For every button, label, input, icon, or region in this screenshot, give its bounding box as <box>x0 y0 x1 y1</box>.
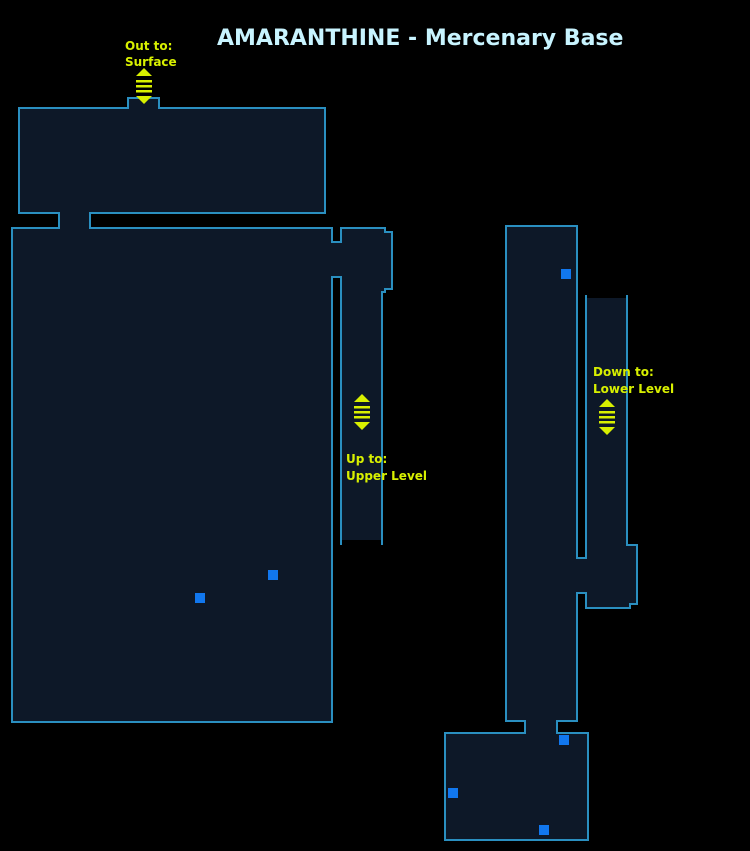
exit-label: Up to: <box>346 452 387 466</box>
map-marker-icon[interactable] <box>448 788 458 798</box>
map-marker-icon[interactable] <box>268 570 278 580</box>
exit-label: Lower Level <box>593 382 674 396</box>
exit-label: Out to: <box>125 39 172 53</box>
map-title: AMARANTHINE - Mercenary Base <box>217 26 623 51</box>
elevator-icon[interactable] <box>599 399 615 435</box>
room-entrance <box>11 97 393 723</box>
map-marker-icon[interactable] <box>539 825 549 835</box>
elevator-icon[interactable] <box>354 394 370 430</box>
elevator-icon[interactable] <box>136 68 152 104</box>
markers <box>195 269 571 835</box>
exit-lower-level[interactable]: Down to: Lower Level <box>593 365 674 435</box>
room-east-corridor <box>444 225 638 841</box>
exit-label: Surface <box>125 55 177 69</box>
exit-surface[interactable]: Out to: Surface <box>125 39 177 104</box>
exit-label: Upper Level <box>346 469 427 483</box>
map-marker-icon[interactable] <box>561 269 571 279</box>
east-structure <box>444 225 638 841</box>
map-marker-icon[interactable] <box>559 735 569 745</box>
west-structure <box>11 97 393 723</box>
exit-upper-level[interactable]: Up to: Upper Level <box>346 394 427 483</box>
exit-label: Down to: <box>593 365 654 379</box>
map-marker-icon[interactable] <box>195 593 205 603</box>
